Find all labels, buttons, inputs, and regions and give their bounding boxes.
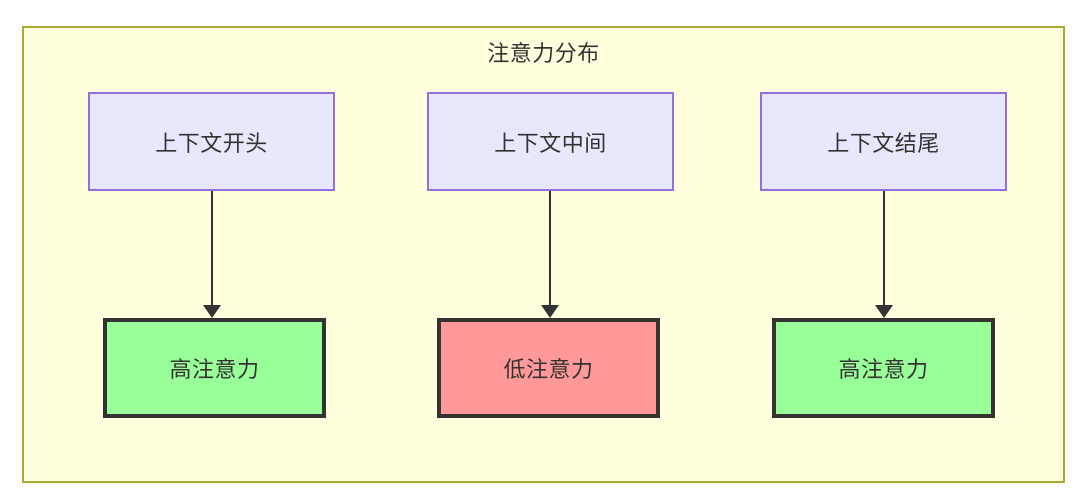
node-label: 高注意力 [169,357,260,382]
node-high-attention-end[interactable]: 高注意力 [772,318,995,418]
node-high-attention-start[interactable]: 高注意力 [103,318,326,418]
node-context-start[interactable]: 上下文开头 [88,92,335,191]
node-low-attention-middle[interactable]: 低注意力 [437,318,660,418]
node-context-end[interactable]: 上下文结尾 [760,92,1007,191]
node-label: 上下文开头 [155,130,268,156]
node-label: 低注意力 [503,357,594,382]
node-label: 上下文结尾 [827,130,940,156]
node-label: 高注意力 [838,357,929,382]
subgraph-title: 注意力分布 [487,41,600,66]
node-label: 上下文中间 [494,130,607,156]
node-context-middle[interactable]: 上下文中间 [427,92,674,191]
